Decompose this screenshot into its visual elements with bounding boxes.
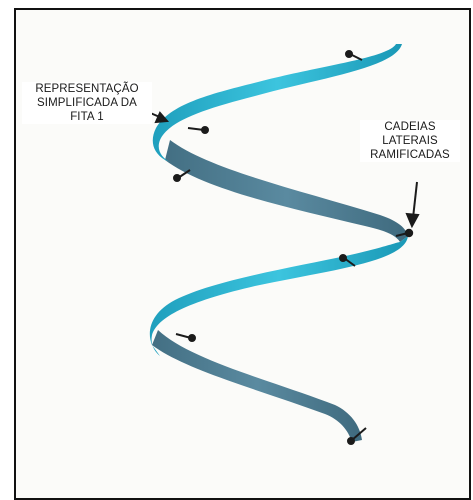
side-chain-group xyxy=(173,50,414,445)
side-chain-1-dot xyxy=(345,50,353,58)
strand-label-line-2: SIMPLIFICADA DA xyxy=(37,97,137,109)
side-chain-arrow-head xyxy=(405,212,420,229)
helix-back-segment-1 xyxy=(165,140,408,242)
helix-front-segment-2 xyxy=(149,236,409,356)
side-chains-label-line-2: LATERAIS xyxy=(382,135,438,147)
strand-label: REPRESENTAÇÃO SIMPLIFICADA DA FITA 1 xyxy=(22,82,152,124)
side-chain-2-dot xyxy=(201,126,209,134)
side-chain-7-dot xyxy=(347,437,355,445)
side-chain-3-dot xyxy=(173,174,181,182)
side-chain-arrow xyxy=(412,181,418,219)
strand-label-line-3: FITA 1 xyxy=(70,111,104,123)
side-chain-4-dot xyxy=(404,228,414,238)
side-chains-label: CADEIAS LATERAIS RAMIFICADAS xyxy=(360,120,460,162)
side-chains-label-line-3: RAMIFICADAS xyxy=(370,149,450,161)
side-chain-5-dot xyxy=(339,254,347,262)
side-chain-7 xyxy=(351,427,367,441)
strand-arrow-head xyxy=(154,111,170,124)
helix-front-segment-1 xyxy=(152,44,402,162)
side-chain-6-dot xyxy=(188,334,196,342)
side-chains-label-line-1: CADEIAS xyxy=(384,121,436,133)
helix-back-segment-2 xyxy=(152,330,362,442)
strand-label-line-1: REPRESENTAÇÃO xyxy=(35,83,139,95)
